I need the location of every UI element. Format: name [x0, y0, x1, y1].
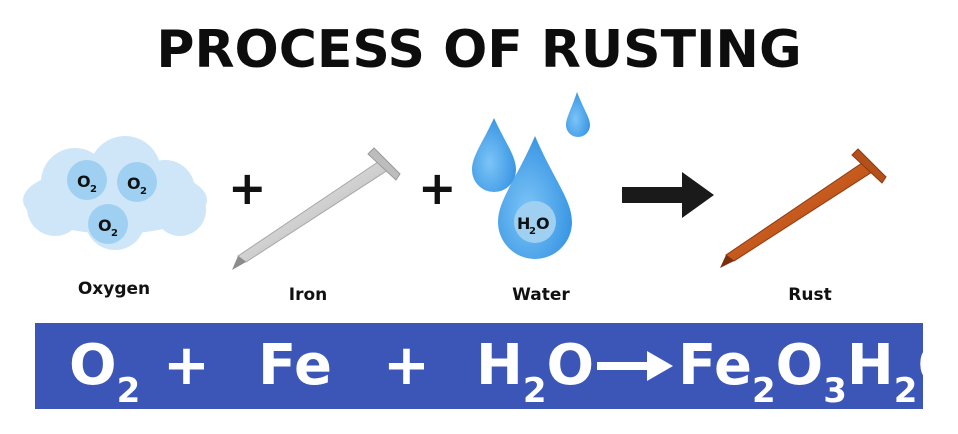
equation-bar: O2 + Fe + H2O Fe2O3H2O — [35, 323, 958, 411]
svg-text:O: O — [98, 216, 112, 235]
water-label: Water — [512, 285, 570, 305]
oxygen-cloud-icon: O 2 O 2 O 2 — [23, 136, 207, 250]
svg-text:2: 2 — [111, 228, 118, 239]
equation-h2o: H2O — [476, 333, 595, 411]
rust-label: Rust — [788, 285, 832, 305]
oxygen-molecule-2 — [117, 162, 157, 202]
equation-fe: Fe — [258, 333, 332, 398]
rust-nail-icon — [720, 148, 887, 268]
water-drops-icon: H 2 O — [472, 92, 590, 259]
equation-plus-2: + — [383, 333, 430, 398]
equation-product: Fe2O3H2O — [678, 333, 958, 411]
equation-plus-1: + — [163, 333, 210, 398]
iron-label: Iron — [288, 285, 328, 305]
oxygen-molecule-3 — [88, 204, 128, 244]
svg-text:H: H — [517, 214, 530, 233]
svg-text:O: O — [77, 172, 91, 191]
svg-text:O: O — [536, 214, 550, 233]
svg-text:2: 2 — [140, 186, 147, 197]
page-title: PROCESS OF RUSTING — [156, 20, 802, 80]
water-molecule — [514, 201, 556, 243]
reaction-arrow-icon — [622, 172, 714, 218]
equation-o2: O2 — [69, 333, 141, 411]
equation-arrow-icon — [597, 351, 673, 381]
svg-text:2: 2 — [90, 184, 97, 195]
oxygen-label: Oxygen — [77, 279, 151, 299]
plus-operator-2: + — [418, 161, 457, 215]
svg-text:2: 2 — [529, 226, 536, 237]
oxygen-molecule-1 — [67, 160, 107, 200]
svg-text:O: O — [127, 174, 141, 193]
iron-nail-icon — [232, 147, 401, 270]
plus-operator-1: + — [228, 161, 267, 215]
